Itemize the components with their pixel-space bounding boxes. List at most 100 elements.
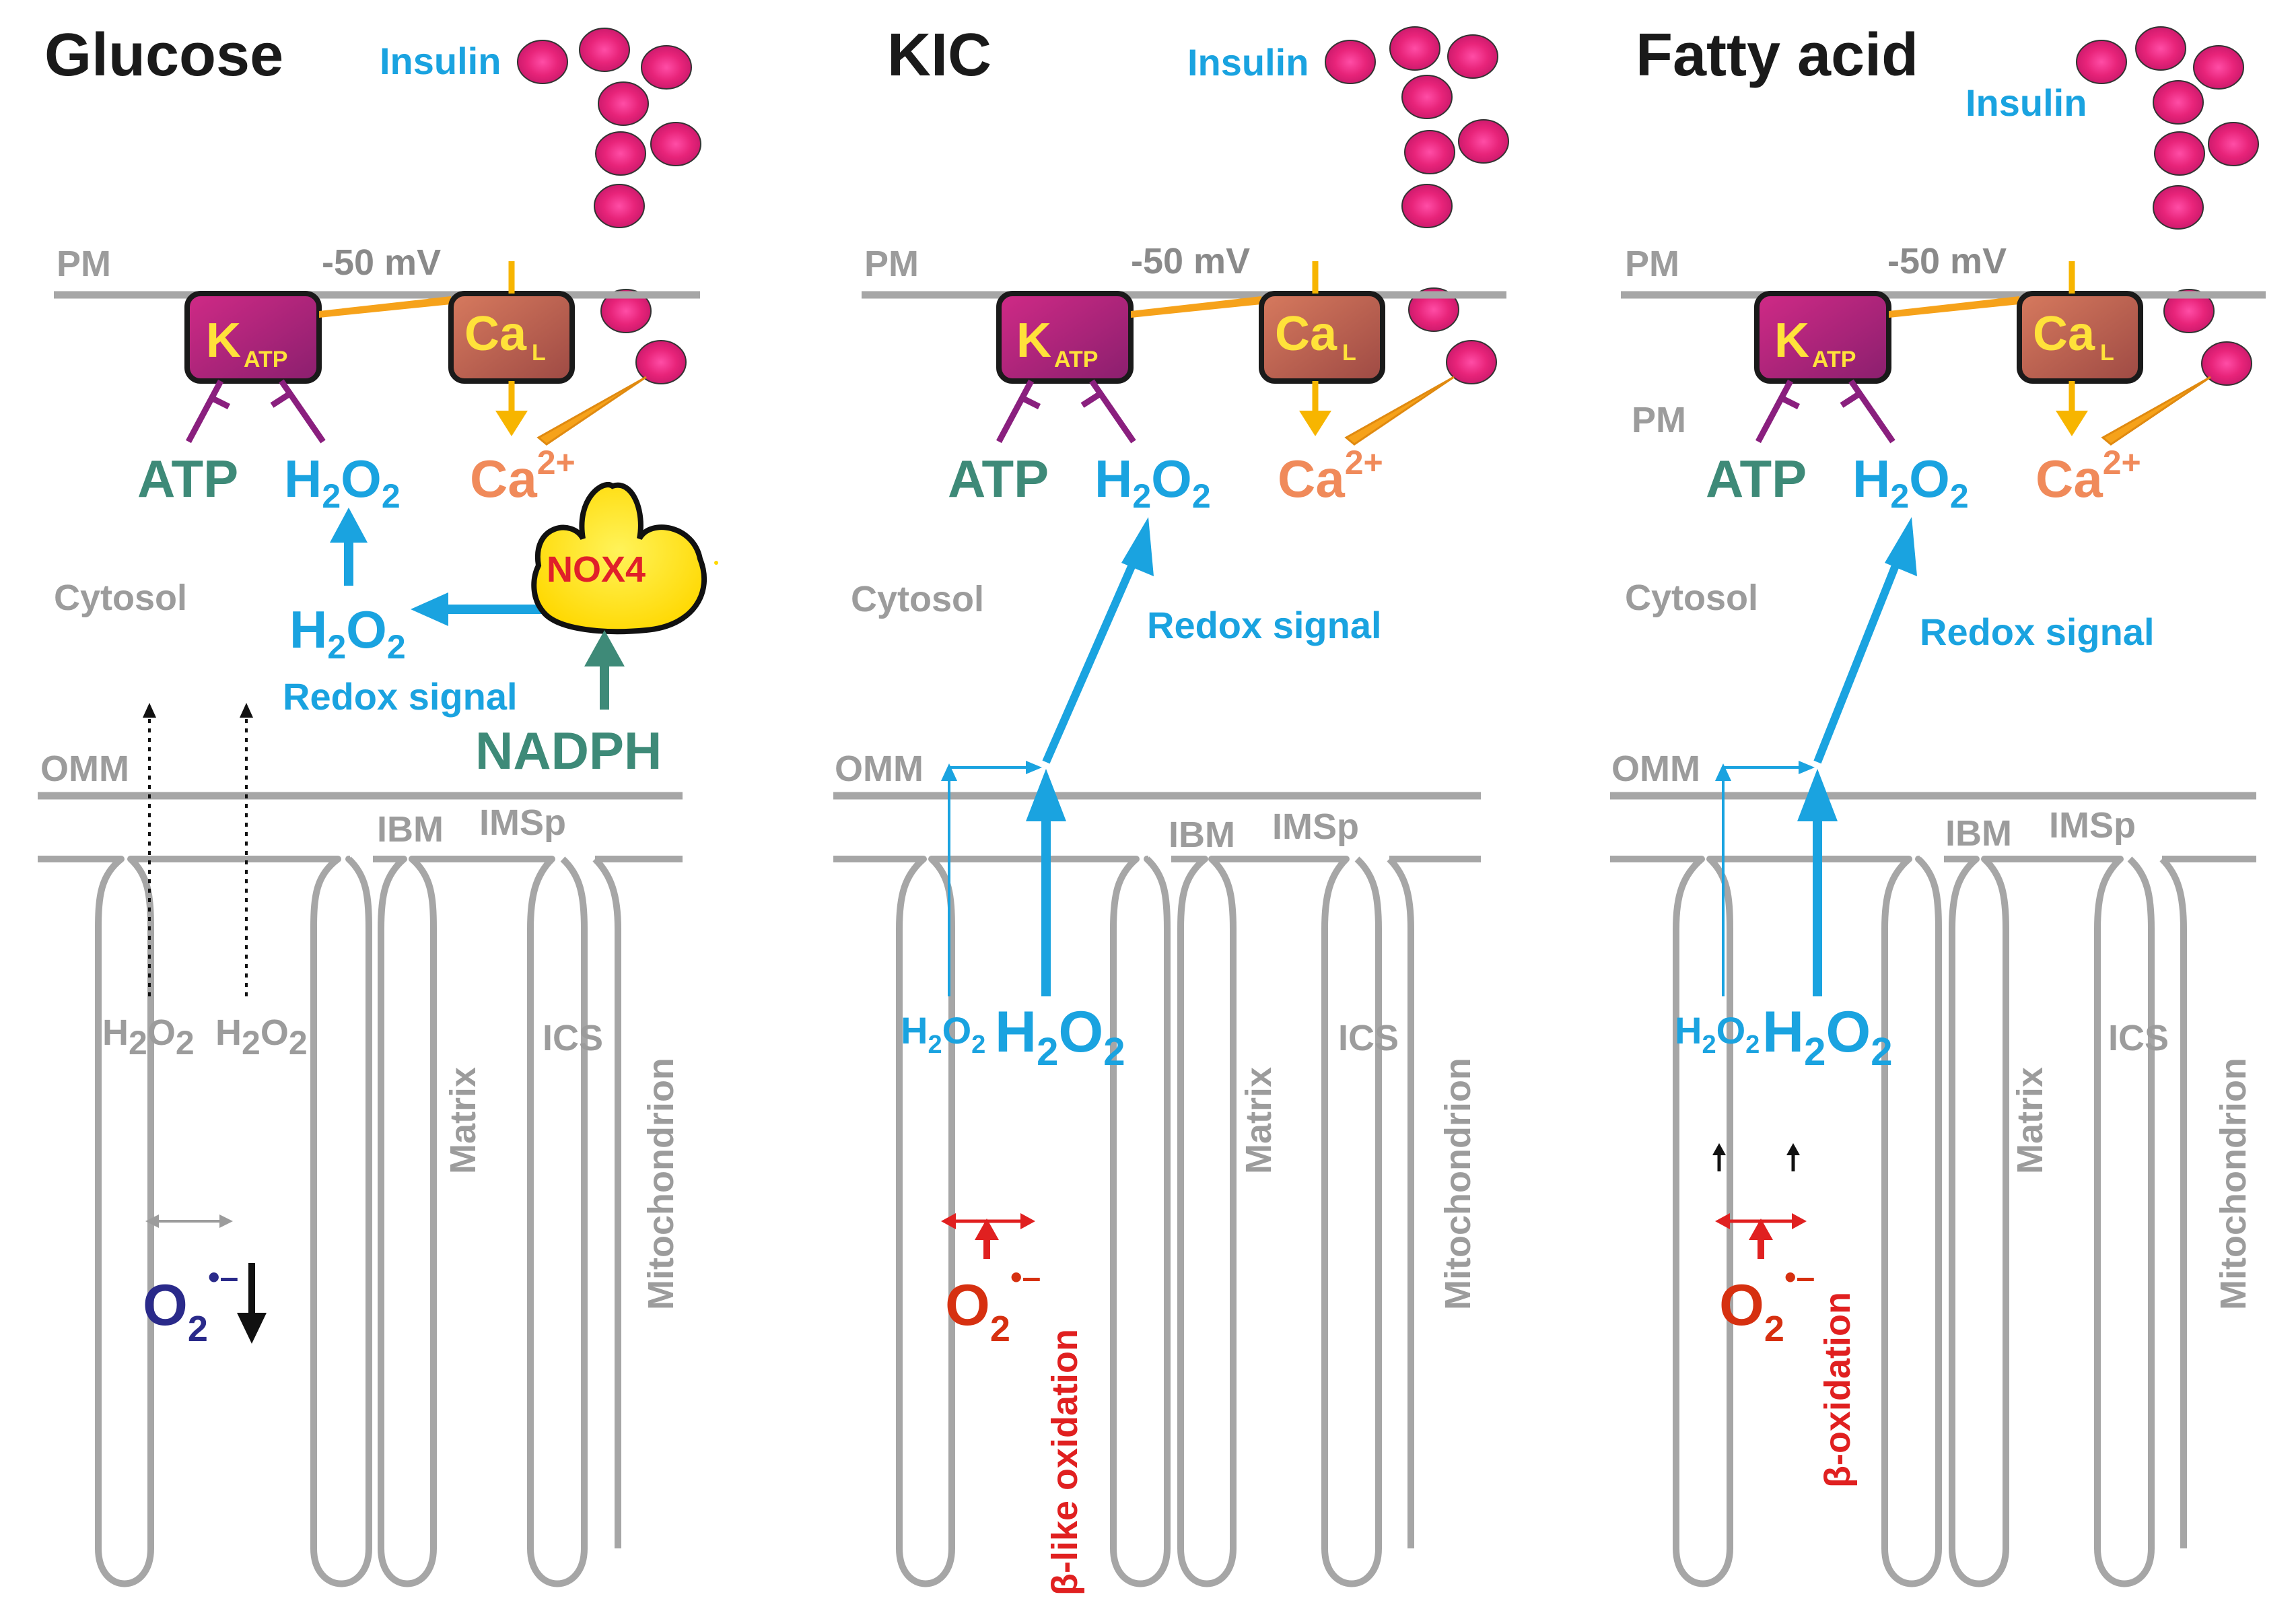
ics-label: ICS — [1338, 1018, 1399, 1058]
inner-membrane-right — [1387, 856, 1481, 1548]
h2o2-small-label: H2O2 — [1675, 1009, 1760, 1059]
redox-signal-arrow — [1042, 557, 1139, 764]
thin-arrowhead-right — [1799, 761, 1815, 774]
h2o2-cytosol-label: H2O2 — [289, 600, 406, 666]
ca2-label: Ca2+ — [1278, 444, 1383, 508]
panel-title: Fatty acid — [1636, 22, 1918, 89]
katp-channel: K ATP — [184, 291, 322, 384]
dotted-arrowhead-1 — [143, 703, 156, 718]
ibm-label: IBM — [1945, 813, 2012, 854]
matrix-label: Matrix — [2010, 1067, 2050, 1174]
mitochondrion-label: Mitochondrion — [1438, 1058, 1478, 1310]
ics-label: ICS — [543, 1018, 603, 1058]
insulin-label: Insulin — [1965, 81, 2087, 124]
h2o2-large-label: H2O2 — [995, 1000, 1125, 1074]
omm-label: OMM — [1611, 749, 1700, 789]
cytosol-label: Cytosol — [851, 579, 984, 619]
ca-influx-arrowhead — [2056, 411, 2088, 436]
thin-arrowhead-right — [1026, 761, 1042, 774]
omm-label: OMM — [835, 749, 924, 789]
h2o2-large-label: H2O2 — [1762, 1000, 1893, 1074]
insulin-granule — [598, 81, 649, 126]
redox-signal-arrowhead — [1121, 517, 1154, 576]
voltage-label: -50 mV — [1887, 241, 2007, 281]
cal-channel: Ca L — [2017, 291, 2143, 384]
ibm-label: IBM — [377, 809, 444, 850]
inner-membrane-right — [592, 856, 683, 1548]
matrix-label: Matrix — [443, 1067, 483, 1174]
thin-h2o2-path — [948, 766, 1030, 996]
voltage-label: -50 mV — [322, 242, 441, 283]
panel-glucose: Glucose Insulin PM -50 mV K ATP Ca L — [38, 22, 718, 1587]
insulin-granule — [650, 122, 701, 166]
inner-membrane-middle — [1171, 856, 1382, 1587]
omm-label: OMM — [40, 749, 129, 789]
katp-k: K — [1016, 314, 1051, 368]
inner-membrane-middle — [373, 856, 588, 1587]
inhibition-marks — [186, 379, 326, 444]
superoxide-label: O2•– — [143, 1258, 238, 1349]
ics-label: ICS — [2108, 1018, 2169, 1058]
insulin-granule — [517, 40, 568, 84]
mitochondrion-label: Mitochondrion — [2213, 1058, 2254, 1310]
inhibition-marks — [1755, 379, 1895, 444]
h2o2-matrix-label-2: H2O2 — [215, 1013, 308, 1062]
katp-channel: K ATP — [1754, 291, 1891, 384]
thin-arrowhead-up — [941, 763, 957, 781]
katp-k: K — [1774, 314, 1809, 368]
ibm-label: IBM — [1169, 815, 1235, 855]
katp-sub: ATP — [1812, 347, 1856, 372]
superoxide-label: O2•– — [945, 1258, 1041, 1349]
panel-title: KIC — [887, 22, 992, 89]
redox-signal-label: Redox signal — [1147, 604, 1382, 646]
depolarization-wedge — [1889, 296, 2019, 318]
h2o2-pm-label: H2O2 — [1094, 449, 1211, 515]
redox-signal-arrowhead — [1885, 517, 1917, 576]
thin-arrowhead-up — [1715, 763, 1731, 781]
nox4-label: NOX4 — [547, 549, 646, 590]
cal-sub: L — [1342, 340, 1356, 366]
dotted-arrowhead-2 — [240, 703, 253, 718]
h2o2-small-label: H2O2 — [901, 1009, 985, 1059]
ca-trigger-wedge — [536, 376, 647, 446]
redox-signal-label: Redox signal — [283, 675, 518, 718]
ca-influx-arrowhead — [495, 411, 528, 436]
nox4-h2o2-arrowhead — [411, 592, 448, 626]
panel-title: Glucose — [44, 22, 283, 89]
cal-channel: Ca L — [448, 291, 575, 384]
ca-influx-arrowhead — [1299, 411, 1331, 436]
superoxide-down-arrowhead — [237, 1313, 267, 1344]
inner-membrane-middle — [1944, 856, 2155, 1587]
pm-label: PM — [57, 244, 111, 284]
voltage-label: -50 mV — [1131, 241, 1250, 281]
katp-k: K — [206, 314, 241, 368]
redox-signal-arrow — [1813, 557, 1902, 764]
thick-h2o2-arrowhead — [1797, 769, 1838, 821]
oxidation-label: β-oxidation — [1817, 1292, 1858, 1488]
nadph-label: NADPH — [475, 721, 662, 780]
insulin-granule — [600, 289, 652, 333]
mitochondrion-label: Mitochondrion — [641, 1058, 681, 1310]
h2o2-pm-label: H2O2 — [284, 449, 401, 515]
nox4-enzyme: NOX4 — [531, 482, 707, 635]
ca-trigger-wedge — [2101, 376, 2211, 446]
insulin-granules — [1325, 26, 1509, 384]
oxidation-label: β-like oxidation — [1045, 1329, 1085, 1596]
insulin-granules — [517, 28, 701, 384]
panel-kic: KIC Insulin PM -50 mV K ATP Ca L — [833, 22, 1509, 1596]
insulin-label: Insulin — [380, 40, 501, 82]
insulin-granule — [579, 28, 630, 72]
inner-membrane-right — [2159, 856, 2256, 1548]
h2o2-pm-label: H2O2 — [1852, 449, 1969, 515]
insulin-label: Insulin — [1187, 41, 1309, 83]
pm-label: PM — [1625, 244, 1679, 284]
yellow-dot — [714, 561, 718, 565]
insulin-granule — [635, 340, 687, 384]
katp-sub: ATP — [1054, 347, 1098, 372]
imsp-label: IMSp — [479, 802, 566, 843]
matrix-label: Matrix — [1239, 1067, 1279, 1174]
katp-channel: K ATP — [996, 291, 1134, 384]
pm-label-secondary: PM — [1632, 400, 1686, 440]
ca2-label: Ca2+ — [470, 444, 576, 508]
